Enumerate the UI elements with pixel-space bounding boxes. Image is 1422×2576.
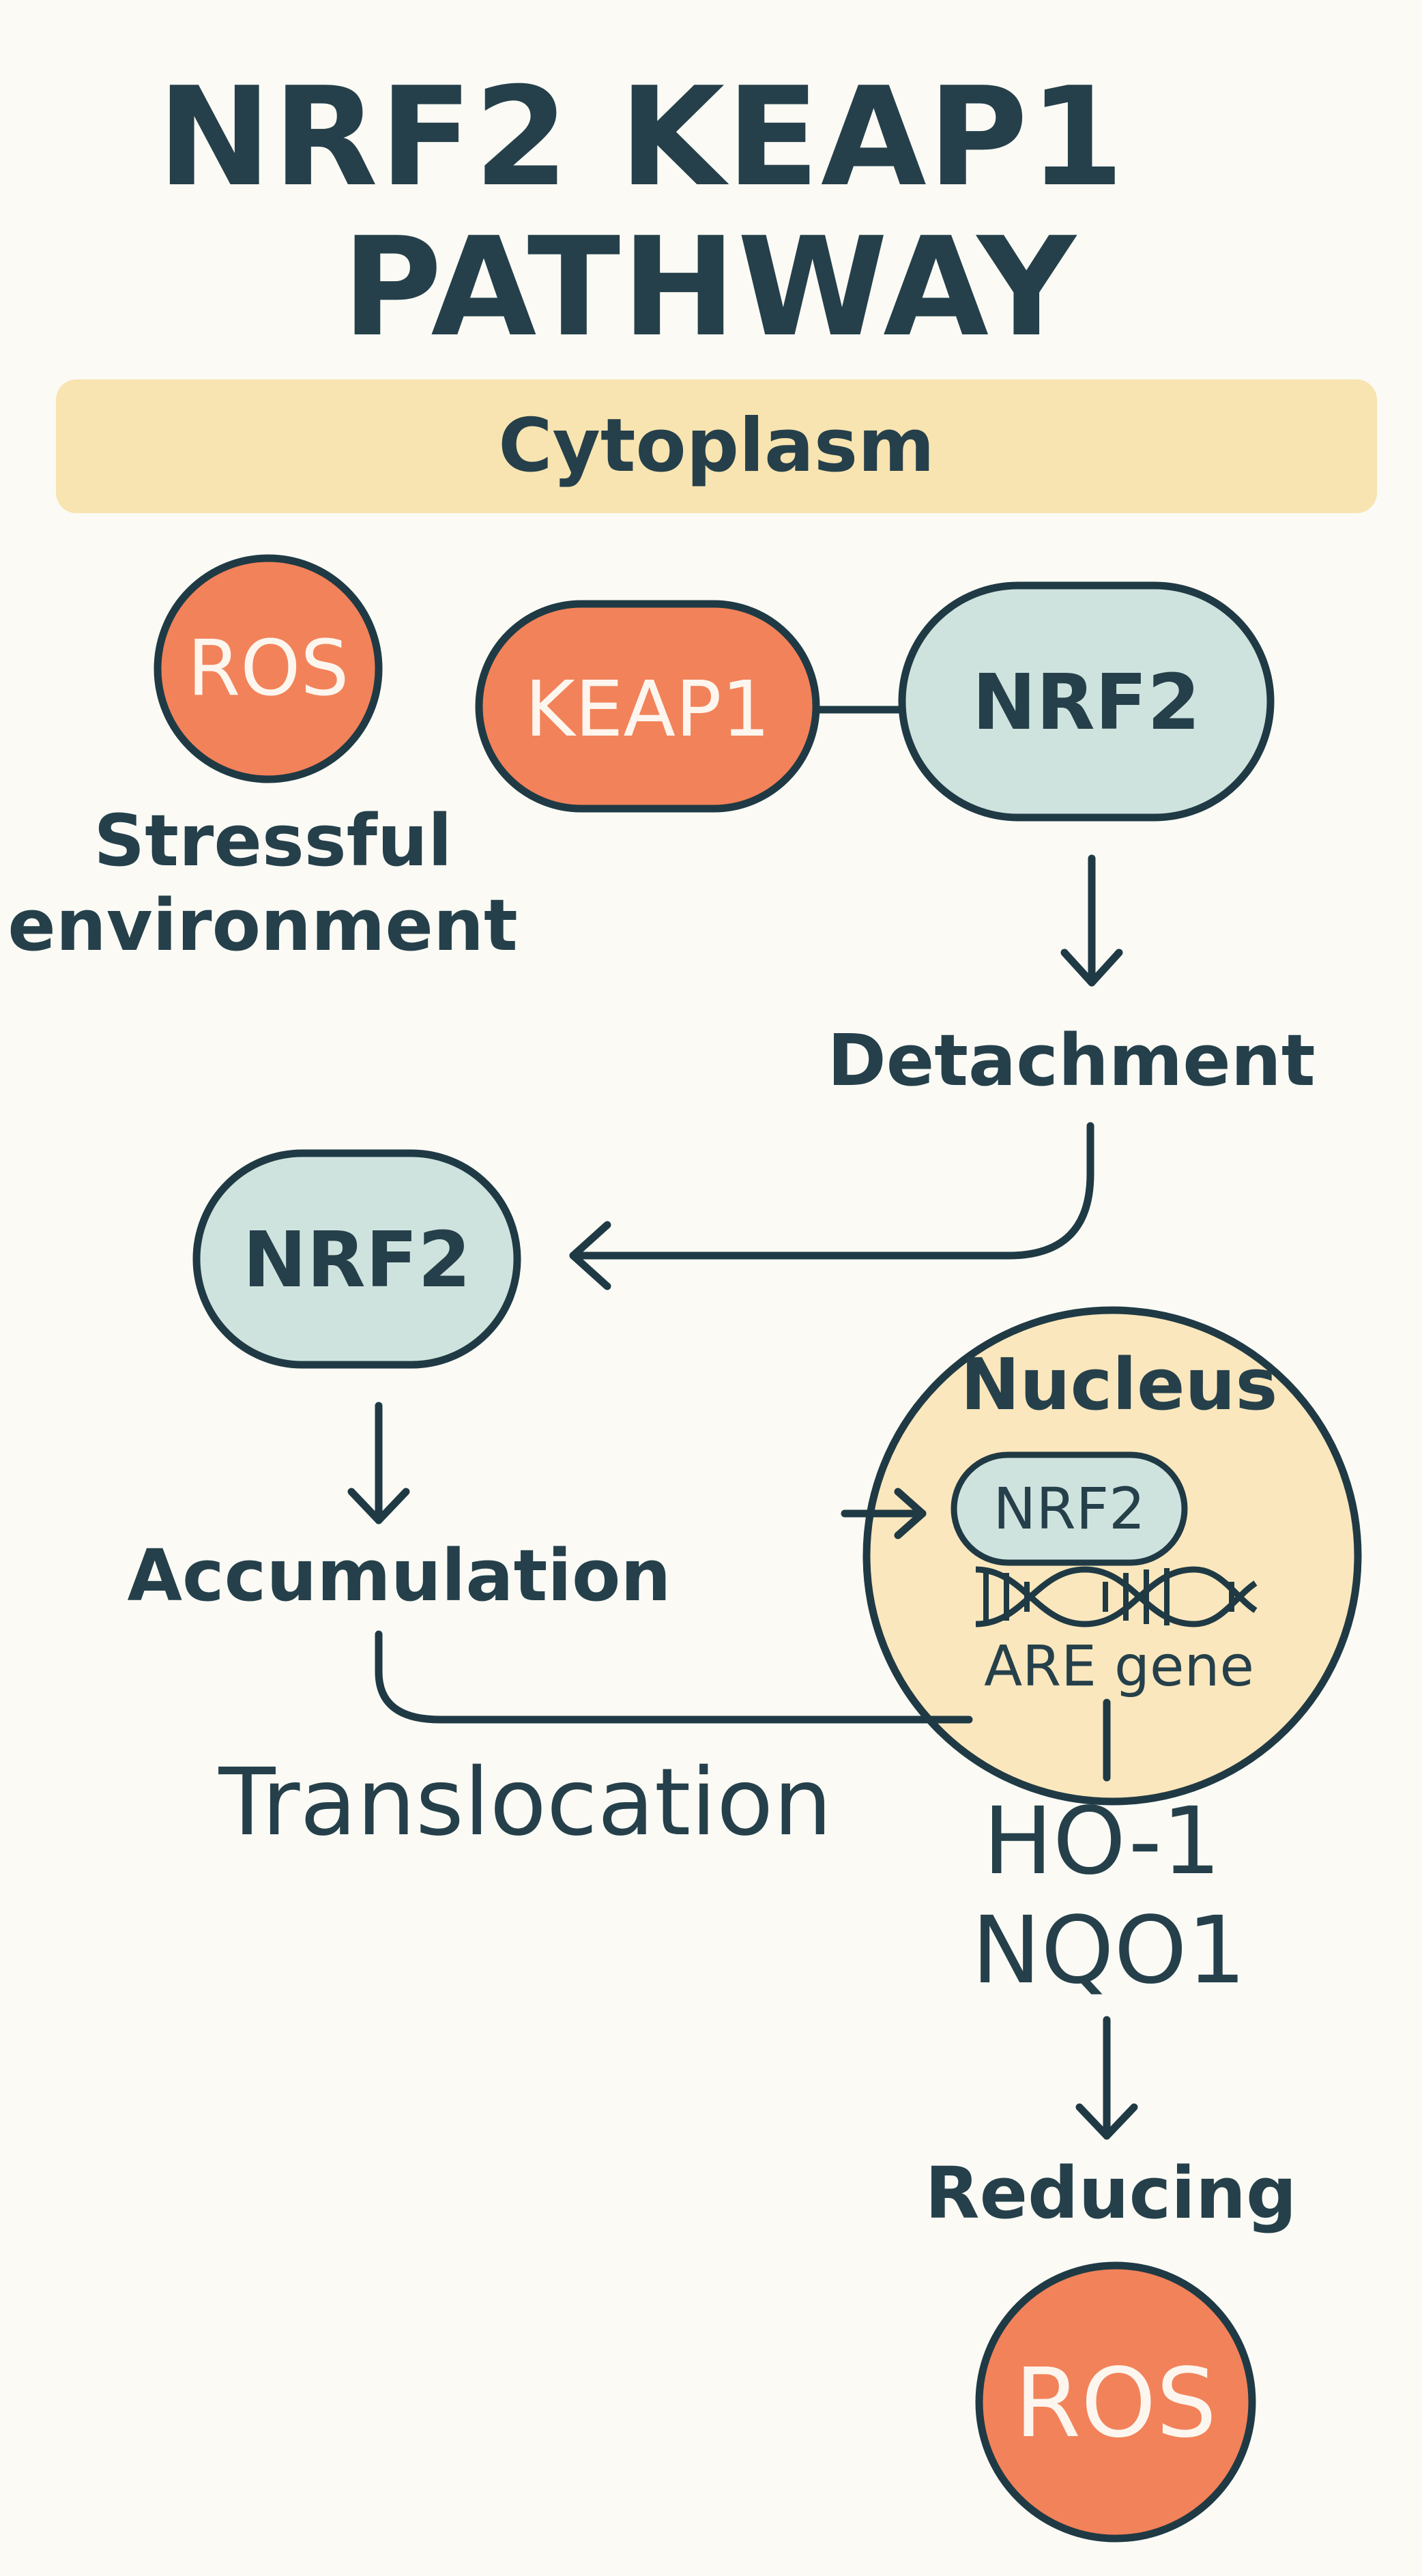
arrow-into-nucleus xyxy=(841,1488,927,1539)
arrow-to-accumulation xyxy=(347,1402,410,1524)
complex-nrf2-label: NRF2 xyxy=(972,659,1200,747)
are-gene-label: ARE gene xyxy=(984,1634,1254,1699)
arrow-to-detachment xyxy=(1060,854,1123,987)
ho1-label: HO-1 xyxy=(983,1788,1221,1896)
nqo1-label: NQO1 xyxy=(972,1897,1246,2005)
nucleus-nrf2-node xyxy=(951,1451,1188,1566)
cytoplasm-banner: Cytoplasm xyxy=(56,379,1377,513)
keap1-nrf2-complex: KEAP1 NRF2 xyxy=(475,581,1275,822)
complex-nrf2-node xyxy=(898,581,1275,822)
ros-output-node: ROS xyxy=(975,2261,1256,2543)
stressful-label: Stressful xyxy=(93,799,452,882)
nucleus-title: Nucleus xyxy=(961,1343,1278,1426)
cytoplasm-label: Cytoplasm xyxy=(498,403,935,489)
nucleus: Nucleus NRF2 ARE gene xyxy=(862,1306,1362,1806)
arrow-detachment-to-nrf2 xyxy=(569,1122,1094,1290)
dna-helix-icon xyxy=(975,1566,1258,1627)
keap1-label: KEAP1 xyxy=(525,665,770,754)
accumulation-label: Accumulation xyxy=(128,1534,671,1617)
title-line-2: PATHWAY xyxy=(342,208,1077,367)
detachment-label: Detachment xyxy=(827,1019,1315,1102)
reducing-label: Reducing xyxy=(925,2152,1297,2235)
title-line-1: NRF2 KEAP1 xyxy=(158,58,1126,217)
keap1-node xyxy=(475,600,820,813)
translocation-connector xyxy=(375,1630,973,1724)
ros-output-label: ROS xyxy=(1015,2348,1217,2459)
ros-stress-label: ROS xyxy=(187,624,349,713)
free-nrf2-node: NRF2 xyxy=(192,1149,521,1369)
translocation-label: Translocation xyxy=(218,1749,832,1857)
free-nrf2-label: NRF2 xyxy=(243,1216,471,1305)
nucleus-nrf2-label: NRF2 xyxy=(993,1475,1146,1542)
arrow-to-reducing xyxy=(1075,2016,1138,2140)
environment-label: environment xyxy=(8,884,517,967)
ros-stress-node: ROS xyxy=(154,554,383,783)
